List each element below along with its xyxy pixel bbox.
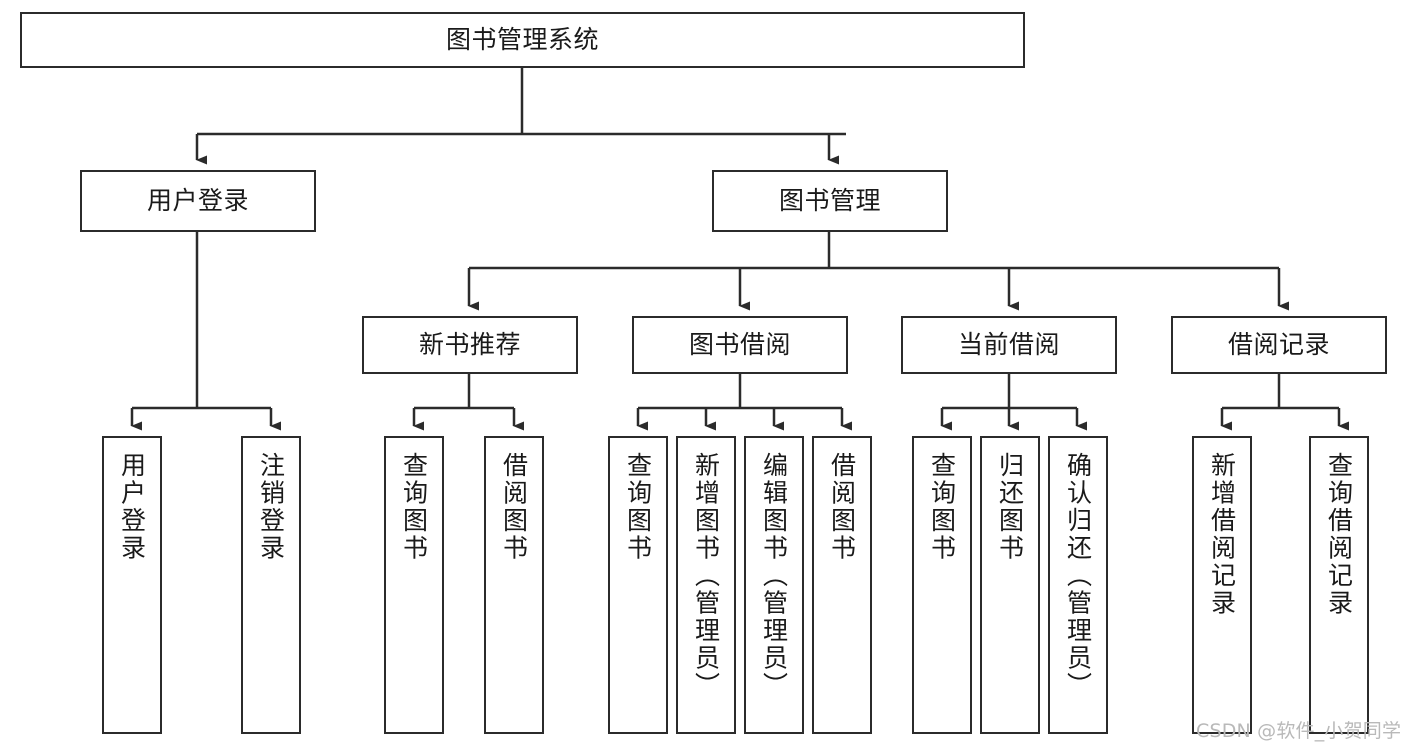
leaf-return-book-label: 归还图书 <box>995 452 1025 562</box>
node-book-borrow[interactable]: 图书借阅 <box>632 316 848 374</box>
node-user-login-label: 用户登录 <box>146 185 249 215</box>
node-book-manage[interactable]: 图书管理 <box>712 170 948 232</box>
leaf-add-borrow-record-label: 新增借阅记录 <box>1207 452 1237 617</box>
leaf-borrow-book-1[interactable]: 借阅图书 <box>484 436 544 734</box>
leaf-edit-book[interactable]: 编辑图书（管理员） <box>744 436 804 734</box>
leaf-user-login[interactable]: 用户登录 <box>102 436 162 734</box>
leaf-query-borrow-record-label: 查询借阅记录 <box>1324 452 1354 617</box>
node-root[interactable]: 图书管理系统 <box>20 12 1025 68</box>
leaf-query-borrow-record[interactable]: 查询借阅记录 <box>1309 436 1369 734</box>
leaf-borrow-book-2[interactable]: 借阅图书 <box>812 436 872 734</box>
leaf-query-book-2[interactable]: 查询图书 <box>608 436 668 734</box>
node-new-book-recommend-label: 新书推荐 <box>418 329 521 359</box>
node-user-login[interactable]: 用户登录 <box>80 170 316 232</box>
node-current-borrow-label: 当前借阅 <box>957 329 1060 359</box>
leaf-confirm-return[interactable]: 确认归还（管理员） <box>1048 436 1108 734</box>
leaf-return-book[interactable]: 归还图书 <box>980 436 1040 734</box>
watermark-text: CSDN @软件_小贺同学 <box>1196 720 1402 742</box>
leaf-query-book-2-label: 查询图书 <box>623 452 653 562</box>
node-current-borrow[interactable]: 当前借阅 <box>901 316 1117 374</box>
node-borrow-record-label: 借阅记录 <box>1227 329 1330 359</box>
leaf-borrow-book-1-label: 借阅图书 <box>499 452 529 562</box>
leaf-add-borrow-record[interactable]: 新增借阅记录 <box>1192 436 1252 734</box>
leaf-logout[interactable]: 注销登录 <box>241 436 301 734</box>
node-root-label: 图书管理系统 <box>445 24 599 54</box>
leaf-add-book-label: 新增图书（管理员） <box>691 452 721 700</box>
leaf-query-book-3-label: 查询图书 <box>927 452 957 562</box>
node-book-borrow-label: 图书借阅 <box>688 329 791 359</box>
leaf-edit-book-label: 编辑图书（管理员） <box>759 452 789 700</box>
leaf-borrow-book-2-label: 借阅图书 <box>827 452 857 562</box>
leaf-add-book[interactable]: 新增图书（管理员） <box>676 436 736 734</box>
leaf-query-book-3[interactable]: 查询图书 <box>912 436 972 734</box>
leaf-query-book-1-label: 查询图书 <box>399 452 429 562</box>
node-new-book-recommend[interactable]: 新书推荐 <box>362 316 578 374</box>
leaf-confirm-return-label: 确认归还（管理员） <box>1063 452 1093 700</box>
leaf-user-login-label: 用户登录 <box>117 452 147 562</box>
leaf-logout-label: 注销登录 <box>256 452 286 562</box>
node-borrow-record[interactable]: 借阅记录 <box>1171 316 1387 374</box>
node-book-manage-label: 图书管理 <box>778 185 881 215</box>
leaf-query-book-1[interactable]: 查询图书 <box>384 436 444 734</box>
